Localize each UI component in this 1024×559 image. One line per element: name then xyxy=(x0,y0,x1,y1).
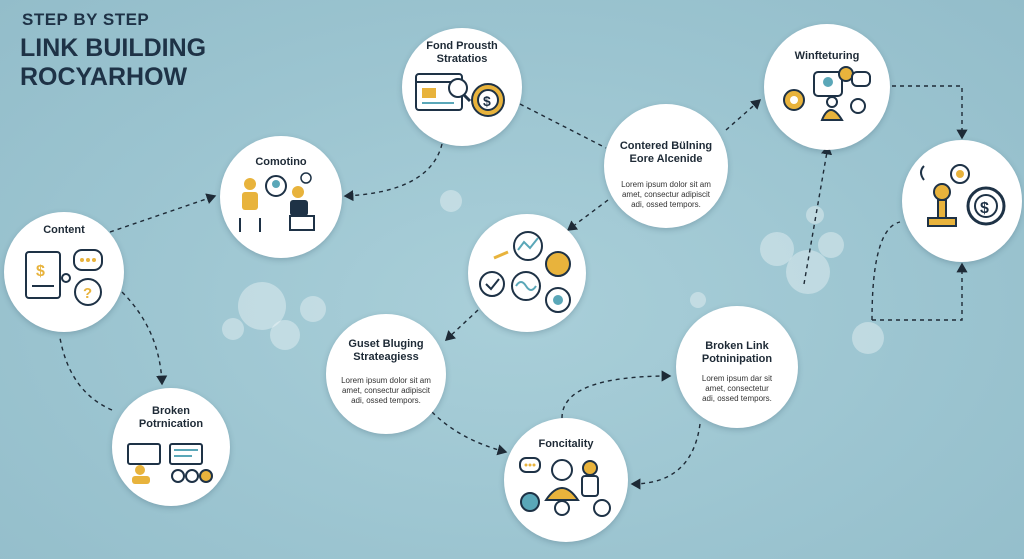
arrow-centre-to-guest xyxy=(444,309,479,341)
node-fond-prousth-label-line-2: Stratatios xyxy=(436,53,488,65)
arrow-guest-to-focality xyxy=(431,411,508,456)
node-content[interactable]: Content $ ? xyxy=(4,212,124,332)
node-broken-left-label-line-1: Broken xyxy=(152,405,190,417)
node-broken-left[interactable]: Broken Potrnication xyxy=(112,388,230,506)
node-centre[interactable] xyxy=(468,214,586,332)
node-comotino-label: Comotino xyxy=(255,156,307,168)
bokeh xyxy=(440,190,462,212)
bokeh xyxy=(300,296,326,322)
arrow-fond-to-centered xyxy=(519,103,607,149)
arrow-focality-to-broken-right xyxy=(561,370,672,419)
header-title: LINK BUILDING ROCYARHOW xyxy=(20,34,206,92)
node-contered-building-label-line-1: Contered Bülning xyxy=(619,140,713,152)
bokeh xyxy=(818,232,844,258)
node-contered-building-body-line-1: Lorem ipsum dolor sit am xyxy=(621,180,711,189)
bokeh xyxy=(690,292,706,308)
analytics-cluster-icon xyxy=(479,231,571,313)
svg-text:$: $ xyxy=(483,93,491,109)
node-guest-blogging-body-line-1: Lorem ipsum dolor sit am xyxy=(341,376,431,385)
node-content-label: Content xyxy=(43,224,85,236)
svg-text:$: $ xyxy=(980,200,989,217)
node-final-trophy[interactable]: $ xyxy=(902,140,1022,262)
node-guest-blogging-label-line-2: Strateagiess xyxy=(353,351,419,363)
node-winfteturing-label: Winfteturing xyxy=(794,50,860,62)
arrow-focality-to-final xyxy=(872,262,968,321)
bokeh xyxy=(270,320,300,350)
document-dollar-question-icon: $ ? xyxy=(25,249,103,306)
svg-text:$: $ xyxy=(36,263,45,280)
bokeh xyxy=(238,282,286,330)
node-fond-prousth-label: Fond Prousth Stratatios xyxy=(402,40,522,66)
arrow-broken-right-to-focality xyxy=(630,423,701,490)
node-winfteturing[interactable]: Winfteturing xyxy=(764,24,890,150)
people-network-icon xyxy=(127,443,213,484)
arrow-broken-to-content xyxy=(59,337,113,411)
arrow-winfeturing-to-final xyxy=(892,85,968,140)
node-broken-link-label-line-1: Broken Link xyxy=(705,340,769,352)
team-meeting-icon xyxy=(239,172,315,232)
node-fond-prousth-label-line-1: Fond Prousth xyxy=(426,40,498,52)
node-fond-prousth[interactable]: Fond Prousth Stratatios $ xyxy=(402,28,522,146)
arrow-centered-to-centre xyxy=(566,199,609,231)
browser-gear-dollar-icon: $ xyxy=(415,73,505,117)
arrow-broken-right-to-winfeturing xyxy=(803,144,833,285)
node-broken-link[interactable]: Broken Link Potninipation Lorem ipsum da… xyxy=(676,306,798,428)
arrow-final-to-centre xyxy=(871,221,901,321)
node-guest-blogging-label-line-1: Guset Bluging xyxy=(348,338,424,350)
node-contered-building-label-line-2: Eore Alcenide xyxy=(629,153,703,165)
node-broken-link-body-line-2: amet, consectetur xyxy=(705,384,769,393)
arrow-content-to-comotino xyxy=(109,193,217,233)
node-comotino[interactable]: Comotino xyxy=(220,136,342,258)
bokeh xyxy=(760,232,794,266)
trophy-gear-dollar-icon: $ xyxy=(920,164,1006,227)
bokeh xyxy=(852,322,884,354)
people-chat-gear-icon xyxy=(519,457,611,517)
node-contered-building-body-line-3: adi, ossed tempors. xyxy=(631,200,701,209)
node-guest-blogging-body: Lorem ipsum dolor sit am amet, consectur… xyxy=(340,376,432,406)
arrow-centered-to-winfeturing xyxy=(725,99,762,131)
node-contered-building[interactable]: Contered Bülning Eore Alcenide Lorem ips… xyxy=(604,104,728,228)
svg-text:?: ? xyxy=(83,285,92,302)
header-title-line-2: ROCYARHOW xyxy=(20,63,188,91)
user-chat-gears-icon xyxy=(783,66,871,121)
header-kicker: STEP BY STEP xyxy=(22,10,150,29)
bokeh xyxy=(222,318,244,340)
node-contered-building-body: Lorem ipsum dolor sit am amet, consectur… xyxy=(618,180,714,210)
header-title-line-1: LINK BUILDING xyxy=(20,34,207,62)
node-broken-link-body: Lorem ipsum dar sit amet, consectetur ad… xyxy=(690,374,784,404)
node-contered-building-body-line-2: amet, consectur adipiscit xyxy=(621,190,711,199)
node-broken-link-label-line-2: Potninipation xyxy=(701,353,773,365)
node-broken-link-body-line-3: adi, ossed tempors. xyxy=(702,394,772,403)
bokeh xyxy=(806,206,824,224)
node-broken-left-label-line-2: Potrnication xyxy=(138,418,204,430)
node-broken-left-label: Broken Potrnication xyxy=(112,405,230,431)
node-foncitality-label: Foncitality xyxy=(538,438,594,450)
node-guest-blogging-body-line-2: amet, consectur adipiscit xyxy=(341,386,431,395)
node-guest-blogging-body-line-3: adi, ossed tempors. xyxy=(351,396,421,405)
arrow-content-to-broken xyxy=(121,291,168,386)
node-contered-building-label: Contered Bülning Eore Alcenide xyxy=(604,140,728,166)
node-guest-blogging[interactable]: Guset Bluging Strateagiess Lorem ipsum d… xyxy=(326,314,446,434)
node-foncitality[interactable]: Foncitality xyxy=(504,418,628,542)
arrow-fond-to-comotino xyxy=(343,143,443,202)
node-broken-link-body-line-1: Lorem ipsum dar sit xyxy=(701,374,773,383)
node-guest-blogging-label: Guset Bluging Strateagiess xyxy=(326,338,446,364)
node-broken-link-label: Broken Link Potninipation xyxy=(676,340,798,366)
